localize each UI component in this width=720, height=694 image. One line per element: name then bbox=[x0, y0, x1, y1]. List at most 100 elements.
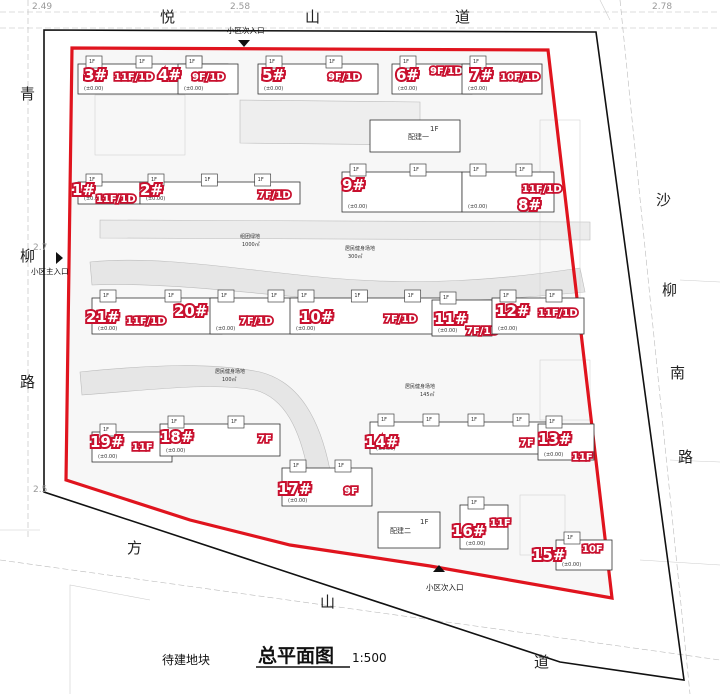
central-green-area: 1000㎡ bbox=[242, 241, 260, 248]
central-green-label: 组团绿地 bbox=[240, 233, 260, 240]
building-18: 1F(±0.00)13#11F bbox=[536, 415, 595, 465]
entrance-bottom-label: 小区次入口 bbox=[426, 582, 464, 592]
building-number: 17# bbox=[278, 480, 311, 498]
stair-tower bbox=[99, 423, 117, 437]
building-number: 6# bbox=[396, 66, 419, 84]
stair-tower bbox=[377, 413, 395, 427]
one-f-mark: 1F bbox=[519, 167, 525, 173]
elevation-mark: (±0.00) bbox=[216, 326, 235, 332]
building-5: 1F(±0.00)7#10F/1D bbox=[461, 55, 543, 95]
building-floors: 11F/1D bbox=[522, 184, 562, 195]
one-f-mark: 1F bbox=[471, 417, 477, 423]
entrance-left-arrow-icon bbox=[56, 252, 63, 264]
stair-tower bbox=[217, 289, 235, 303]
one-f-mark: 1F bbox=[231, 419, 237, 425]
annex-two-floor: 1F bbox=[420, 518, 428, 526]
elevation-mark: (±0.00) bbox=[348, 204, 367, 210]
road-shaliunan-char-1: 沙 bbox=[656, 191, 671, 209]
building-number: 2# bbox=[140, 181, 163, 199]
stair-tower bbox=[85, 173, 103, 187]
building-floors: 11F/1D bbox=[126, 316, 166, 327]
elevation-mark: (±0.00) bbox=[98, 326, 117, 332]
building-number: 8# bbox=[518, 196, 541, 214]
building-floors: 9F bbox=[344, 486, 358, 497]
one-f-mark: 1F bbox=[151, 177, 157, 183]
elevation-mark: (±0.00) bbox=[438, 328, 457, 334]
site-red-line bbox=[64, 46, 614, 600]
road-yueshan-char-2: 山 bbox=[305, 8, 320, 26]
one-f-mark: 1F bbox=[549, 293, 555, 299]
elevation-mark: (±0.00) bbox=[468, 204, 487, 210]
fitness-2-label: 居民健身场地 bbox=[215, 368, 245, 375]
building-footprint bbox=[461, 63, 543, 95]
one-f-mark: 1F bbox=[353, 167, 359, 173]
grid-mark-3: 2.78 bbox=[652, 2, 672, 12]
one-f-mark: 1F bbox=[443, 295, 449, 301]
stair-tower bbox=[267, 289, 285, 303]
stair-tower bbox=[545, 289, 563, 303]
road-shaliunan-char-2: 柳 bbox=[662, 281, 677, 299]
one-f-mark: 1F bbox=[516, 417, 522, 423]
plot-label: 待建地块 bbox=[162, 653, 210, 667]
building-number: 15# bbox=[532, 546, 565, 564]
building-footprint bbox=[491, 297, 585, 335]
road-shaliunan-char-4: 路 bbox=[678, 448, 693, 466]
building-number: 19# bbox=[90, 433, 123, 451]
building-number: 16# bbox=[452, 522, 485, 540]
elevation-mark: (±0.00) bbox=[468, 86, 487, 92]
elevation-mark: (±0.00) bbox=[376, 446, 395, 452]
one-f-mark: 1F bbox=[426, 417, 432, 423]
building-21: 1F(±0.00)15#10F bbox=[530, 531, 613, 571]
elevation-mark: (±0.00) bbox=[288, 498, 307, 504]
stair-tower bbox=[227, 415, 245, 429]
grid-marks: 2.49 2.58 2.78 2.7 2.5 bbox=[32, 2, 672, 495]
buildings-layer: 1F1F1F(±0.00)3#11F/1D1F(±0.00)4#9F/1D1F1… bbox=[70, 55, 613, 571]
stair-tower bbox=[167, 415, 185, 429]
building-number: 11# bbox=[434, 310, 467, 328]
fitness-1-label: 居民健身场地 bbox=[345, 245, 375, 252]
entrance-bottom: 小区次入口 bbox=[426, 565, 464, 592]
stair-tower bbox=[545, 415, 563, 429]
building-footprint bbox=[369, 421, 551, 455]
stair-tower bbox=[350, 289, 368, 303]
stair-tower bbox=[99, 289, 117, 303]
elevation-mark: (±0.00) bbox=[146, 196, 165, 202]
one-f-mark: 1F bbox=[139, 59, 145, 65]
building-footprint bbox=[159, 423, 281, 457]
stair-tower bbox=[563, 531, 581, 545]
building-floors: 9F/1D bbox=[328, 72, 361, 83]
one-f-mark: 1F bbox=[89, 59, 95, 65]
building-number: 14# bbox=[365, 433, 398, 451]
road-qingliu: 青 柳 路 bbox=[20, 85, 35, 391]
entrance-left: 小区主入口 bbox=[31, 252, 69, 276]
building-floors: 7F/1D bbox=[258, 190, 291, 201]
one-f-mark: 1F bbox=[473, 59, 479, 65]
road-yueshan: 悦 山 道 bbox=[160, 8, 470, 26]
one-f-mark: 1F bbox=[471, 500, 477, 506]
one-f-mark: 1F bbox=[293, 463, 299, 469]
building-footprint bbox=[91, 297, 223, 335]
one-f-mark: 1F bbox=[204, 177, 210, 183]
entrance-top-arrow-icon bbox=[238, 40, 250, 47]
stair-tower bbox=[422, 413, 440, 427]
annex-one: 配建一 1F bbox=[369, 119, 461, 153]
building-footprint bbox=[391, 63, 473, 95]
stair-tower bbox=[200, 173, 218, 187]
building-footprint bbox=[91, 431, 173, 463]
walkways bbox=[79, 99, 591, 473]
one-f-mark: 1F bbox=[567, 535, 573, 541]
stair-tower bbox=[254, 173, 272, 187]
building-footprint bbox=[431, 299, 493, 337]
building-floors: 9F/1D bbox=[192, 72, 225, 83]
building-number: 12# bbox=[496, 302, 529, 320]
building-number: 20# bbox=[174, 302, 207, 320]
building-floors: 9F/1D bbox=[430, 66, 463, 77]
grid-mark-5: 2.5 bbox=[33, 485, 47, 495]
one-f-mark: 1F bbox=[403, 59, 409, 65]
one-f-mark: 1F bbox=[408, 293, 414, 299]
